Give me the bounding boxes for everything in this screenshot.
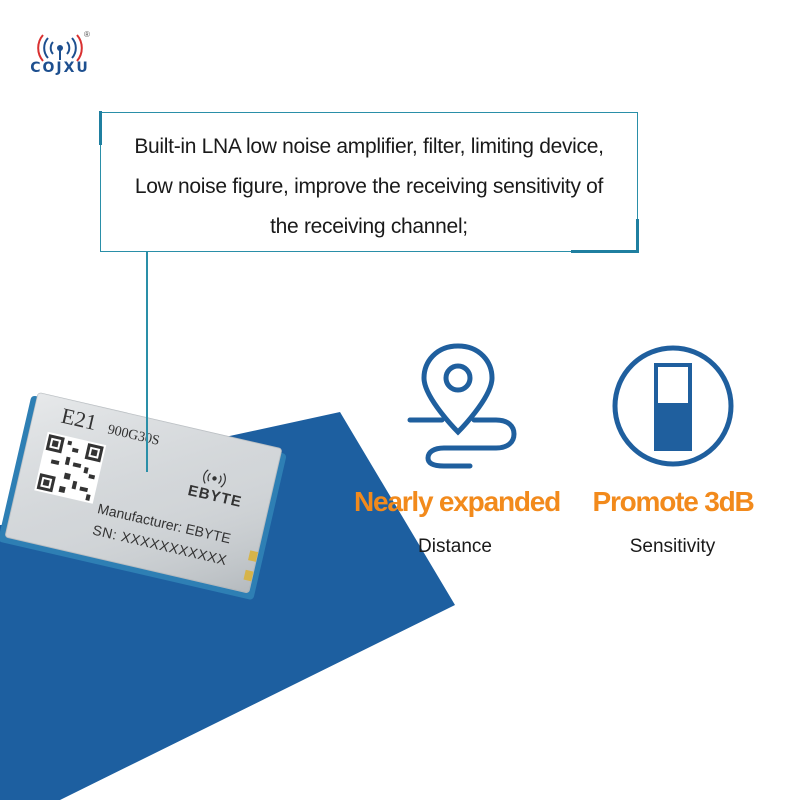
feature-2-subtitle: Sensitivity <box>629 536 716 557</box>
signal-level-icon <box>612 345 734 467</box>
qr-code <box>34 431 107 504</box>
blue-panel <box>0 412 455 800</box>
brand-logo: ® COJXU <box>20 30 100 80</box>
antenna-signal-icon <box>37 34 83 62</box>
feature-callout: Built-in LNA low noise amplifier, filter… <box>99 111 639 253</box>
feature-1-subtitle: Distance <box>418 536 492 557</box>
feature-1-title: Nearly expanded <box>353 486 561 517</box>
callout-text: Built-in LNA low noise amplifier, filter… <box>101 127 637 247</box>
callout-line-3: the receiving channel; <box>270 215 468 238</box>
rf-module: E21 900G30S EBYTE Manufacturer: EBYTE SN… <box>0 392 287 600</box>
callout-line-2: Low noise figure, improve the receiving … <box>134 175 604 198</box>
location-route-icon <box>407 343 517 469</box>
callout-line-1: Built-in LNA low noise amplifier, filter… <box>134 135 604 158</box>
module-antenna-icon <box>203 469 226 488</box>
logo-text: COJXU <box>30 60 90 76</box>
feature-2-title: Promote 3dB <box>592 486 754 517</box>
registered-mark: ® <box>84 30 90 39</box>
callout-leader-line <box>146 252 148 472</box>
